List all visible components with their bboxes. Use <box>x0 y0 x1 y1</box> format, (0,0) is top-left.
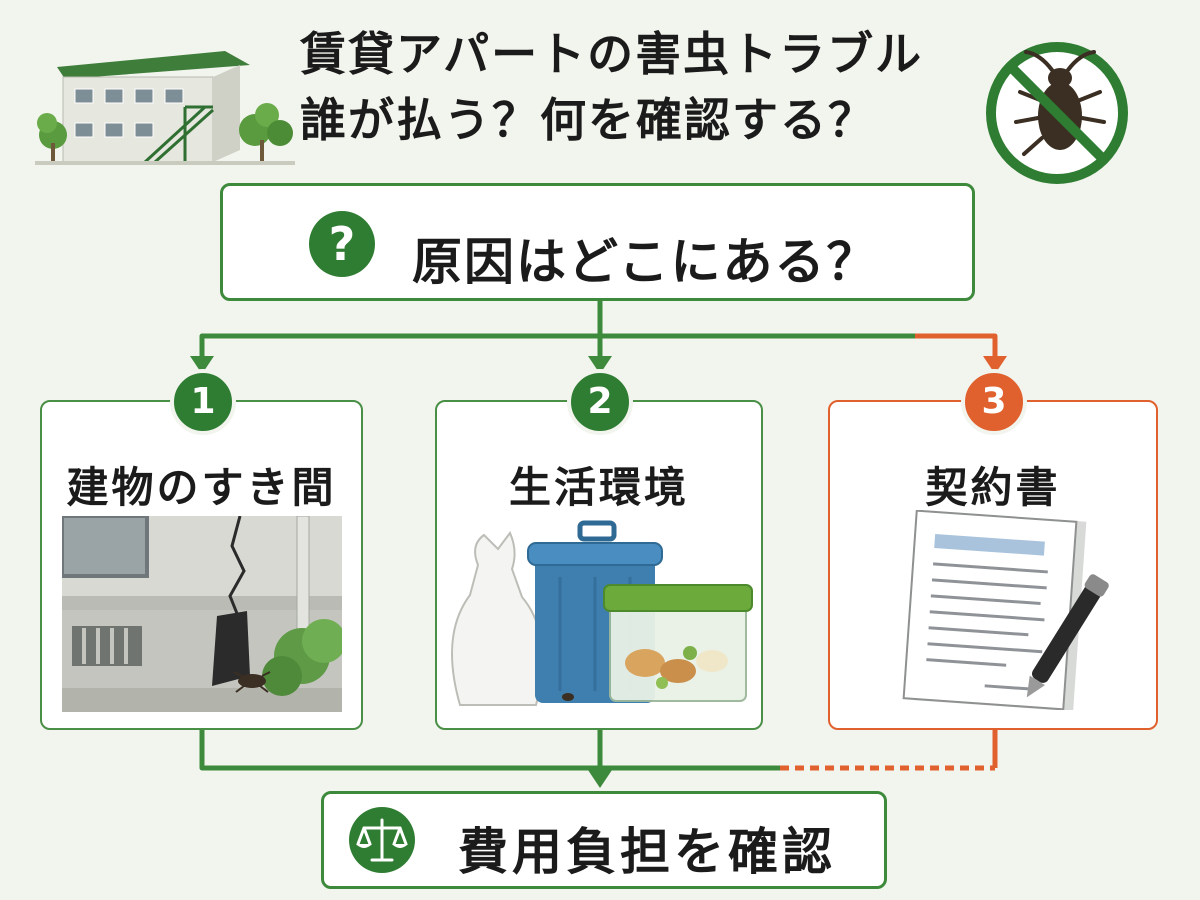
svg-text:?: ? <box>329 217 356 271</box>
cause-label-3: 契約書 <box>925 463 1061 512</box>
title-line-2: 誰が払う？何を確認する？ <box>300 93 876 147</box>
title-line-1: 賃貸アパートの害虫トラブル <box>300 27 924 81</box>
result-box <box>321 791 887 889</box>
contract-document-with-pen-illustration <box>902 510 1109 710</box>
garbage-and-food-container-illustration <box>451 520 753 706</box>
scale-icon <box>349 807 415 873</box>
question-mark-icon: ? <box>309 211 375 277</box>
no-bugs-icon <box>986 42 1128 184</box>
question-label: 原因はどこにある？ <box>412 233 879 291</box>
result-label: 費用負担を確認 <box>458 823 836 881</box>
cause-label-2: 生活環境 <box>508 463 689 512</box>
cause-number-badge-1: 1 <box>170 369 236 435</box>
cause-label-1: 建物のすき間 <box>66 463 337 512</box>
cause-number-badge-3: 3 <box>961 369 1027 435</box>
apartment-building-illustration <box>35 51 295 165</box>
cause-number-badge-2: 2 <box>567 369 633 435</box>
wall-crack-with-bug-illustration <box>62 516 342 712</box>
